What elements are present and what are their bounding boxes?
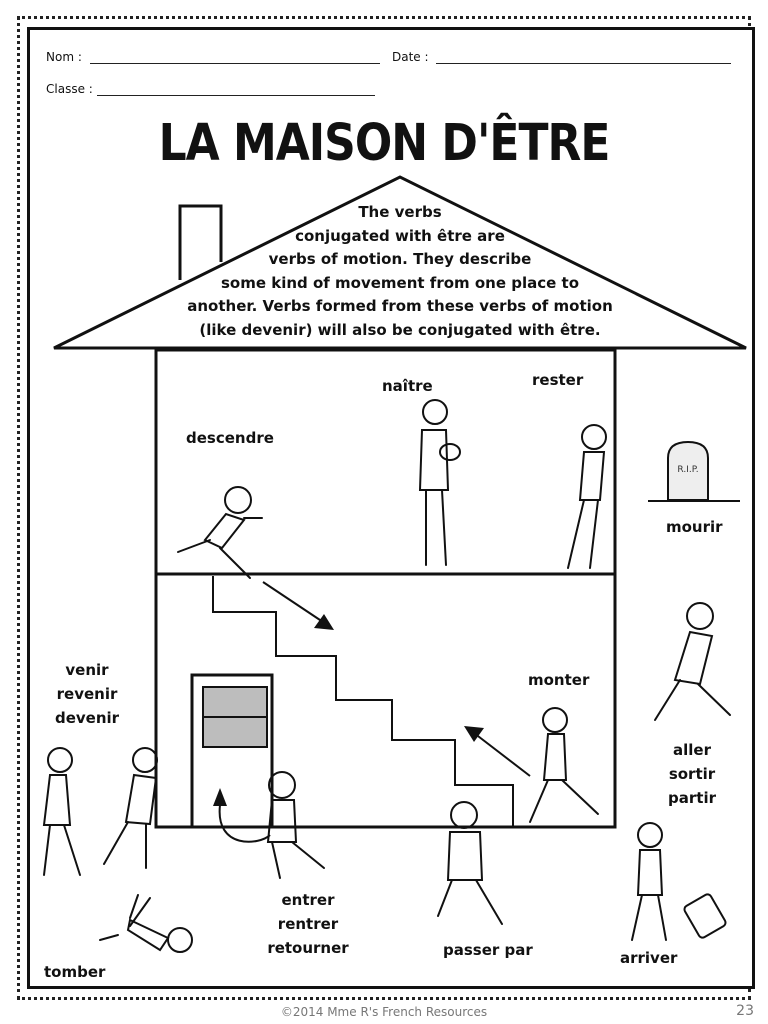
walking-boy-with-bag-figure: [103, 747, 158, 869]
verb-partir: partir: [668, 789, 716, 807]
svg-text:R.I.P.: R.I.P.: [677, 465, 698, 475]
roof-line-3: verbs of motion. They describe: [268, 250, 532, 268]
up-arrow: [473, 732, 531, 777]
verb-passer-par: passer par: [443, 941, 533, 959]
verb-aller-group: aller sortir partir: [662, 738, 722, 810]
roof-line-5: another. Verbs formed from these verbs o…: [187, 297, 613, 315]
verb-devenir: devenir: [54, 709, 120, 727]
verb-tomber: tomber: [44, 963, 106, 981]
verb-sortir: sortir: [668, 765, 716, 783]
house-walls: [154, 348, 617, 829]
date-field: Date :: [392, 50, 429, 64]
roof-line-6: (like devenir) will also be conjugated w…: [199, 320, 601, 339]
walking-girl-figure: [42, 747, 81, 876]
verb-aller: aller: [673, 741, 711, 759]
roof-line-2: conjugated with être are: [295, 226, 505, 245]
walking-man-figure: [437, 801, 503, 925]
walking-boy-figure: [654, 602, 731, 721]
verb-naitre: naître: [382, 377, 433, 395]
verb-rester: rester: [532, 371, 584, 389]
class-field: Classe :: [46, 82, 93, 96]
verb-venir: venir: [65, 661, 109, 679]
down-arrow: [262, 581, 327, 625]
woman-with-baby-figure: [418, 399, 461, 566]
roof-shape: [53, 175, 747, 350]
staircase: [212, 576, 514, 827]
name-line[interactable]: [90, 63, 380, 64]
verb-revenir: revenir: [56, 685, 118, 703]
roof-explanation: The verbs conjugated with être are verbs…: [160, 201, 640, 342]
verb-descendre: descendre: [186, 429, 274, 447]
roof-line-1: The verbs: [358, 203, 442, 221]
girl-with-backpack-figure: [266, 771, 325, 879]
verb-retourner: retourner: [267, 939, 349, 957]
date-line[interactable]: [436, 63, 731, 64]
enter-arrow: [218, 804, 271, 843]
verb-arriver: arriver: [620, 949, 678, 967]
class-label: Classe :: [46, 82, 93, 96]
page-number: 23: [736, 1003, 754, 1019]
date-label: Date :: [392, 50, 429, 64]
verb-mourir: mourir: [666, 518, 723, 536]
name-label: Nom :: [46, 50, 82, 64]
climbing-girl-figure: [529, 707, 599, 823]
girl-with-suitcase-figure: [631, 822, 727, 941]
falling-boy-figure: [99, 894, 193, 953]
roof-line-4: some kind of movement from one place to: [220, 273, 580, 292]
verb-entrer: entrer: [281, 891, 335, 909]
tombstone-icon: R.I.P.: [648, 440, 740, 502]
verb-rentrer: rentrer: [277, 915, 339, 933]
verb-venir-group: venir revenir devenir: [52, 658, 122, 730]
verb-entrer-group: entrer rentrer retourner: [262, 888, 354, 960]
name-field: Nom :: [46, 50, 82, 64]
running-boy-figure: [177, 486, 263, 579]
verb-monter: monter: [528, 671, 590, 689]
page-title: LA MAISON D'ÊTRE: [158, 114, 611, 173]
copyright-footer: ©2014 Mme R's French Resources: [280, 1005, 488, 1019]
class-line[interactable]: [97, 95, 375, 96]
boy-leaning-figure: [567, 424, 607, 569]
